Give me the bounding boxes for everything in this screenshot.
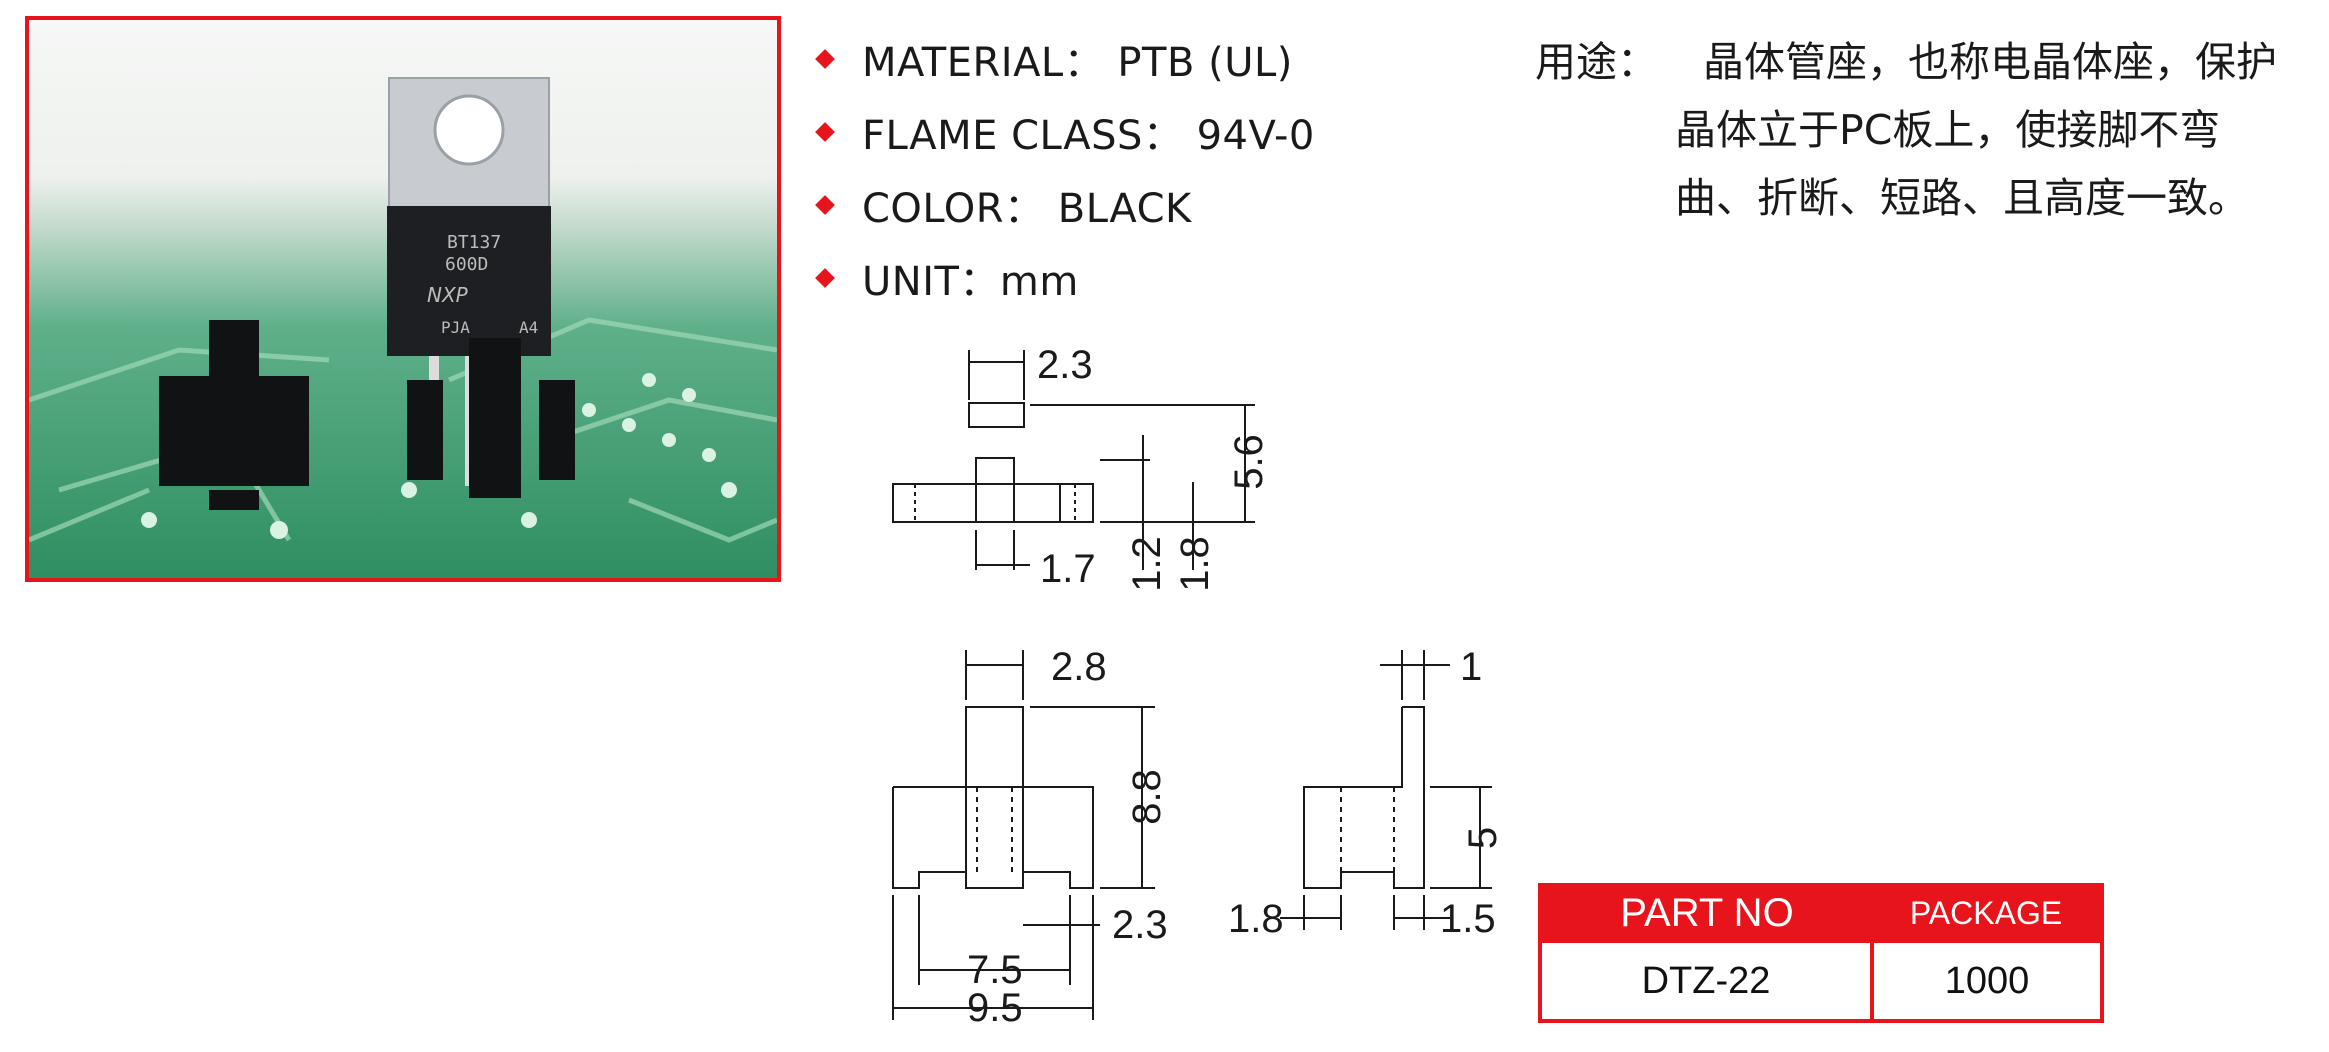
dim-label: 8.8: [1125, 769, 1169, 825]
side-view: [1280, 650, 1492, 930]
spec-list: MATERIAL： PTB (UL) FLAME CLASS： 94V-0 CO…: [815, 22, 1315, 314]
table-header-row: PART NO PACKAGE: [1540, 885, 2102, 941]
part-table: PART NO PACKAGE DTZ-22 1000: [1538, 883, 2104, 1023]
dim-label: 1.7: [1040, 547, 1096, 591]
dim-label: 5: [1461, 827, 1505, 849]
usage-line: 晶体立于PC板上，使接脚不弯: [1675, 106, 2221, 154]
svg-text:BT137: BT137: [447, 232, 501, 253]
dim-label: 2.8: [1051, 645, 1107, 689]
spec-text: FLAME CLASS： 94V-0: [862, 112, 1315, 159]
spec-unit: UNIT：mm: [815, 241, 1315, 314]
dim-label: 7.5: [967, 948, 1023, 992]
table-row: DTZ-22 1000: [1538, 939, 2104, 1023]
dim-label: 1.8: [1173, 536, 1217, 592]
product-photo: BT137 600D NXP PJA A4: [25, 16, 781, 582]
pcb-pads: [141, 373, 737, 539]
svg-text:A4: A4: [519, 318, 538, 337]
spec-material: MATERIAL： PTB (UL): [815, 22, 1315, 95]
dim-label: 5.6: [1227, 434, 1271, 490]
usage-label: 用途：: [1535, 38, 1658, 86]
svg-text:NXP: NXP: [427, 283, 469, 307]
dim-label: 1.2: [1125, 536, 1169, 592]
cell-part-no: DTZ-22: [1538, 939, 1874, 1023]
photo-illustration: BT137 600D NXP PJA A4: [29, 77, 777, 543]
dim-label: 1: [1460, 645, 1482, 689]
top-view: [892, 350, 1255, 570]
dim-label: 1.8: [1228, 897, 1284, 941]
spec-text: MATERIAL： PTB (UL): [862, 39, 1293, 86]
spec-text: COLOR： BLACK: [862, 185, 1192, 232]
spec-color: COLOR： BLACK: [815, 168, 1315, 241]
usage-line: 晶体管座，也称电晶体座，保护: [1703, 38, 2277, 86]
spec-flame-class: FLAME CLASS： 94V-0: [815, 95, 1315, 168]
dim-label: 2.3: [1037, 343, 1093, 387]
column-header-part-no: PART NO: [1540, 885, 1872, 941]
dimension-labels: 2.3 1.7 5.6 1.2 1.8 2.8 8.8 2.3 7.5 9.5 …: [967, 343, 1505, 1030]
column-header-package: PACKAGE: [1872, 885, 2102, 941]
dim-label: 9.5: [967, 986, 1023, 1030]
front-view: [892, 650, 1155, 1020]
dim-label: 2.3: [1112, 903, 1168, 947]
socket-right: [407, 338, 575, 498]
spec-text: UNIT：mm: [862, 258, 1079, 305]
dim-label: 1.5: [1440, 897, 1496, 941]
cell-package: 1000: [1870, 939, 2104, 1023]
svg-text:600D: 600D: [445, 254, 488, 275]
socket-left: [159, 320, 309, 510]
usage-text: 晶体管座，也称电晶体座，保护 晶体立于PC板上，使接脚不弯 曲、折断、短路、且高…: [1675, 28, 2315, 232]
usage-line: 曲、折断、短路、且高度一致。: [1675, 174, 2249, 222]
svg-text:PJA: PJA: [441, 318, 470, 337]
